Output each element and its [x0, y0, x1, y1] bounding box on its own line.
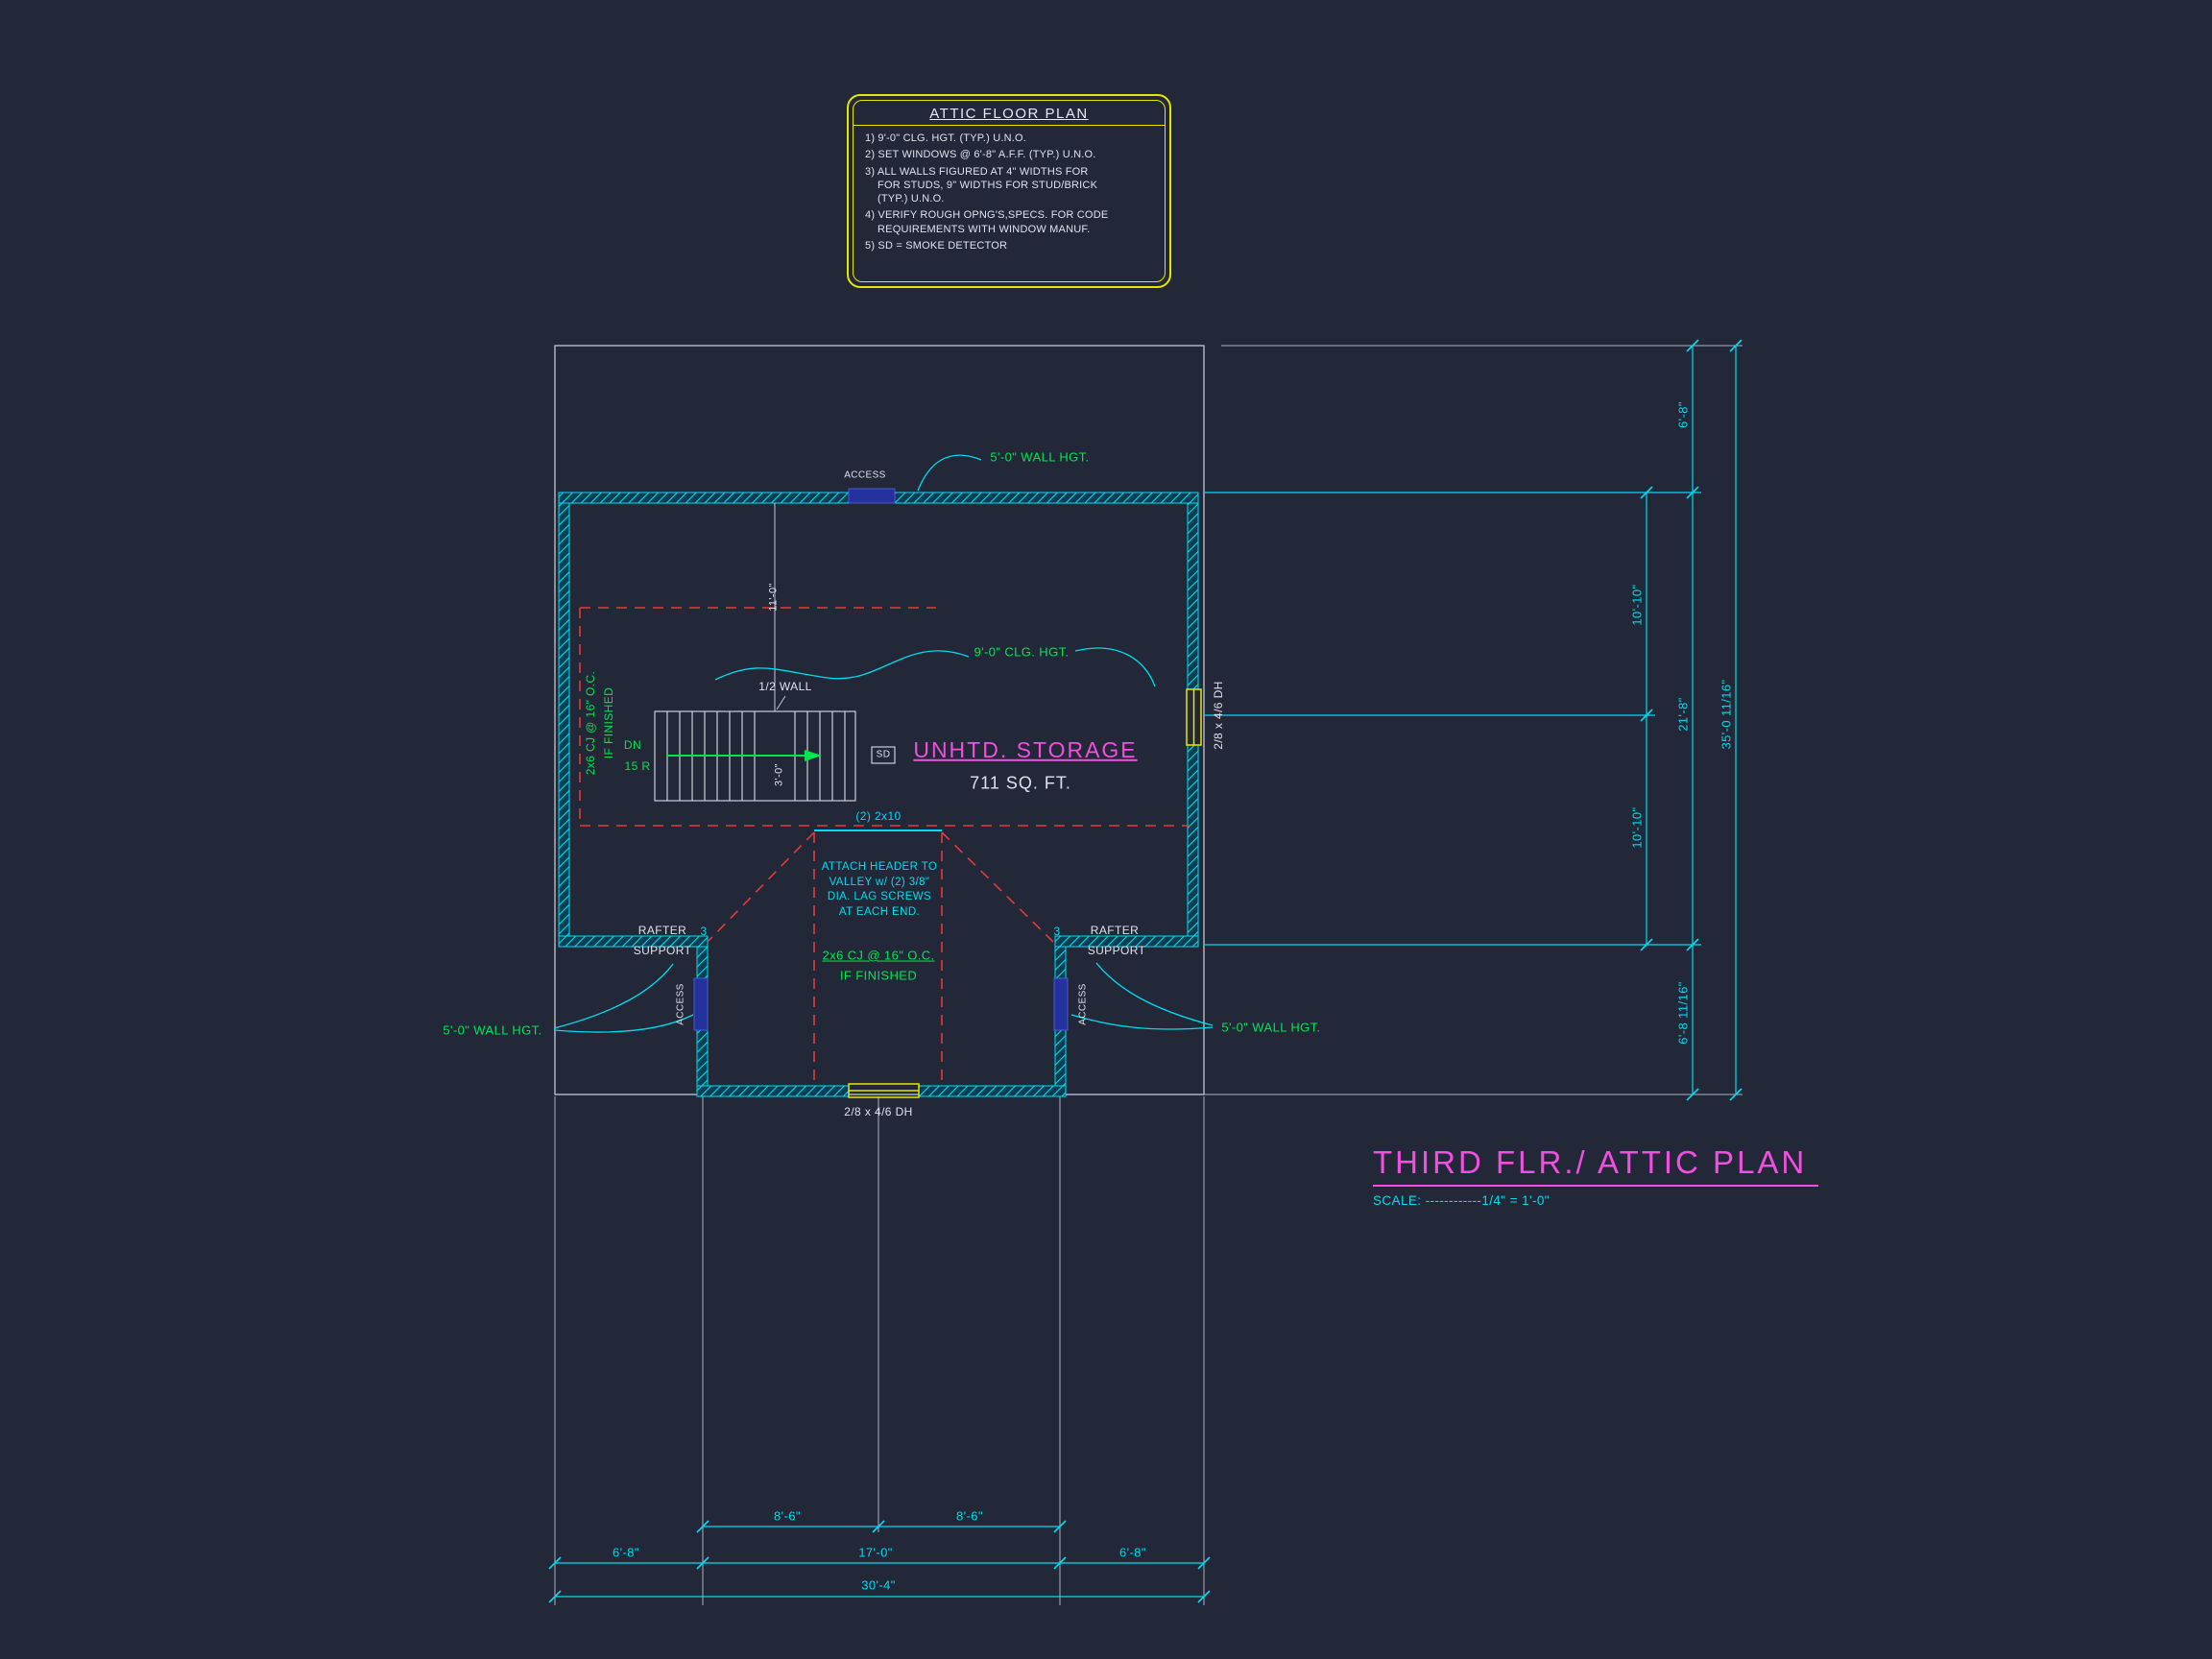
- access-label-right: ACCESS: [1077, 983, 1089, 1025]
- joist-note-left-line2: IF FINISHED: [602, 686, 616, 759]
- joist-note-center-line1: 2x6 CJ @ 16" O.C.: [822, 948, 935, 963]
- sheet-scale: SCALE: ------------1/4" = 1'-0": [1373, 1193, 1550, 1208]
- roof-outline: [554, 345, 1205, 1095]
- dim-right-21-8: 21'-8": [1675, 697, 1691, 732]
- note-item-4: 4) VERIFY ROUGH OPNG'S,SPECS. FOR CODE R…: [865, 209, 1109, 235]
- dim-right-6-8-top: 6'-8": [1675, 401, 1691, 428]
- room-name: UNHTD. STORAGE: [913, 736, 1138, 762]
- note-item-3: 3) ALL WALLS FIGURED AT 4" WIDTHS FOR FO…: [865, 165, 1098, 205]
- rafter-support-left-line1: RAFTER: [637, 924, 687, 938]
- rafter-support-left-line2: SUPPORT: [633, 944, 692, 958]
- note-item-1: 1) 9'-0" CLG. HGT. (TYP.) U.N.O.: [865, 132, 1027, 144]
- rafter-support-right-line2: SUPPORT: [1087, 944, 1146, 958]
- stair-direction-arrow: [666, 750, 822, 761]
- wall-height-label-top: 5'-0" WALL HGT.: [990, 449, 1090, 465]
- valley-attachment-note: ATTACH HEADER TO VALLEY w/ (2) 3/8" DIA.…: [821, 860, 938, 918]
- ceiling-height-label: 9'-0" CLG. HGT.: [974, 644, 1070, 660]
- dimension-ticks: [548, 339, 1743, 1603]
- dim-right-overall-35-0: 35'-0 11/16": [1719, 679, 1734, 750]
- dim-bottom-6-8-left: 6'-8": [613, 1545, 639, 1560]
- half-wall-label: 1/2 WALL: [758, 680, 812, 694]
- dim-bottom-17-0: 17'-0": [858, 1545, 893, 1560]
- window-label-right: 2/8 x 4/6 DH: [1212, 681, 1226, 750]
- smoke-detector-label: SD: [876, 749, 891, 760]
- extension-lines: [554, 345, 1743, 1605]
- leader-lines: [553, 454, 1214, 1033]
- dim-bottom-6-8-right: 6'-8": [1119, 1545, 1146, 1560]
- stair-half-wall: [774, 503, 786, 711]
- joist-note-center-line2: IF FINISHED: [839, 968, 918, 983]
- access-label-left: ACCESS: [675, 983, 686, 1025]
- dim-bottom-8-6-right: 8'-6": [956, 1508, 983, 1524]
- notes-box: ATTIC FLOOR PLAN 1) 9'-0" CLG. HGT. (TYP…: [847, 94, 1171, 288]
- sheet-title: THIRD FLR./ ATTIC PLAN: [1373, 1144, 1819, 1187]
- dim-bottom-overall-30-4: 30'-4": [861, 1577, 896, 1593]
- wall-height-label-left: 5'-0" WALL HGT.: [443, 1022, 542, 1038]
- joist-valley-dashed: [579, 607, 1190, 1083]
- access-label-top: ACCESS: [844, 469, 886, 481]
- wall-height-label-right: 5'-0" WALL HGT.: [1221, 1020, 1321, 1035]
- window-symbols: [848, 688, 1202, 1098]
- note-item-2: 2) SET WINDOWS @ 6'-8" A.F.F. (TYP.) U.N…: [865, 149, 1096, 161]
- window-label-bottom: 2/8 x 4/6 DH: [844, 1105, 913, 1119]
- notes-title-separator: [854, 125, 1165, 126]
- joist-note-left-line1: 2x6 CJ @ 16" O.C.: [584, 670, 598, 776]
- header-2x10-label: (2) 2x10: [855, 809, 902, 824]
- note-item-5: 5) SD = SMOKE DETECTOR: [865, 240, 1008, 252]
- stairwell-dim-11: 11'-0": [767, 583, 780, 612]
- access-panels: [693, 488, 1069, 1031]
- dim-bottom-8-6-left: 8'-6": [774, 1508, 801, 1524]
- room-area: 711 SQ. FT.: [970, 773, 1071, 793]
- stair-dn-label: DN: [623, 738, 642, 753]
- keynote-3-right: 3: [1053, 925, 1061, 939]
- dim-right-10-10-lower: 10'-10": [1629, 806, 1645, 849]
- stair-risers-label: 15 R: [624, 759, 651, 774]
- dimension-lines: [555, 346, 1737, 1598]
- dim-right-6-8-bottom: 6'-8 11/16": [1675, 981, 1691, 1045]
- rafter-support-right-line1: RAFTER: [1090, 924, 1140, 938]
- notes-box-inner: ATTIC FLOOR PLAN 1) 9'-0" CLG. HGT. (TYP…: [853, 100, 1166, 282]
- keynote-3-left: 3: [700, 925, 708, 939]
- dim-right-10-10-upper: 10'-10": [1629, 584, 1645, 626]
- notes-title: ATTIC FLOOR PLAN: [929, 106, 1089, 122]
- stair-width-dim: 3'-0": [773, 763, 785, 786]
